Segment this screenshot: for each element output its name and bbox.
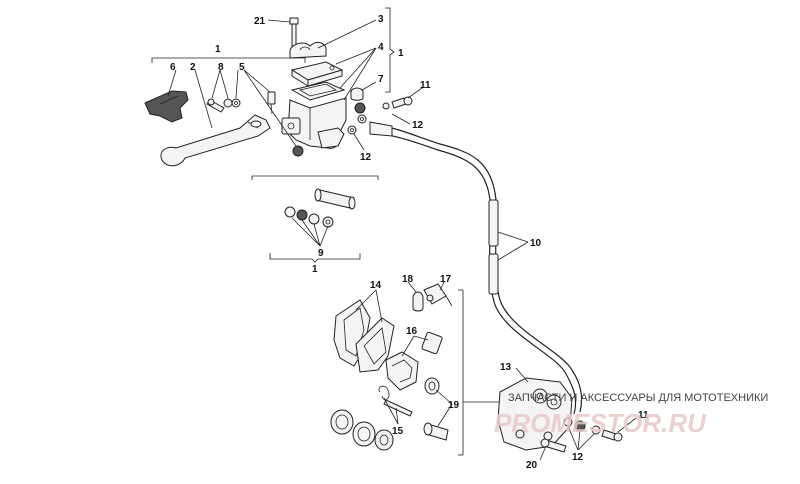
brake-hose — [369, 121, 583, 415]
callout-11-lower: 11 — [638, 410, 649, 421]
callout-1-master: 1 — [398, 48, 404, 59]
handlebar-clamp — [289, 41, 327, 59]
master-cylinder-body — [281, 97, 347, 149]
callout-21: 21 — [254, 16, 266, 27]
callout-12-lower: 12 — [572, 452, 584, 463]
bracket-caliper-kit — [458, 289, 500, 456]
banjo-washers-master — [347, 102, 367, 135]
callout-12-upper: 12 — [412, 120, 424, 131]
callout-2: 2 — [190, 62, 196, 73]
caliper-body — [497, 377, 573, 451]
callout-17: 17 — [440, 274, 452, 285]
lever-cover — [144, 90, 189, 123]
callout-19: 19 — [448, 400, 460, 411]
piston-kit — [284, 188, 356, 228]
callout-20: 20 — [526, 460, 538, 471]
callout-8: 8 — [218, 62, 224, 73]
callout-15: 15 — [392, 426, 404, 437]
watermark: ЗАПЧАСТИ И АКСЕССУАРЫ ДЛЯ МОТОТЕХНИКИ PR… — [494, 392, 768, 438]
banjo-washers-caliper — [563, 417, 623, 442]
reservoir-gasket — [290, 81, 346, 101]
leader-lines — [167, 19, 637, 461]
brake-lever — [160, 114, 271, 167]
bracket-bottom-left — [251, 175, 379, 180]
callout-5: 5 — [239, 62, 245, 73]
push-rod — [267, 91, 304, 157]
watermark-logo: PROMESTOR.RU — [494, 408, 707, 438]
watermark-tagline: ЗАПЧАСТИ И АКСЕССУАРЫ ДЛЯ МОТОТЕХНИКИ — [508, 392, 768, 404]
callout-14: 14 — [370, 280, 382, 291]
sight-glass — [350, 87, 364, 101]
callout-4: 4 — [378, 42, 384, 53]
pad-spring — [385, 331, 443, 391]
callout-12-middle: 12 — [360, 152, 372, 163]
brake-pad-right — [355, 317, 395, 373]
bleed-valve — [423, 283, 453, 307]
callout-6: 6 — [170, 62, 176, 73]
callout-7: 7 — [378, 74, 384, 85]
callout-16: 16 — [406, 326, 418, 337]
reservoir-cap — [290, 61, 344, 87]
bushing-set — [223, 98, 241, 108]
callout-3: 3 — [378, 14, 384, 25]
clamp-screw — [289, 17, 299, 47]
callout-13: 13 — [500, 362, 512, 373]
bracket-lever-group — [151, 57, 306, 63]
callout-9: 9 — [318, 248, 324, 259]
caliper-seals — [423, 377, 449, 441]
callout-1-lever-group: 1 — [215, 44, 221, 55]
callout-1-kit: 1 — [312, 264, 318, 275]
callout-11-upper: 11 — [420, 80, 431, 91]
bracket-master-right — [385, 7, 395, 93]
callout-labels: 1 1 1 2 3 4 5 6 7 8 9 10 11 11 12 12 12 … — [170, 14, 649, 471]
caliper-pistons — [330, 409, 394, 451]
bracket-bottom-kit — [269, 253, 361, 263]
callout-18: 18 — [402, 274, 414, 285]
pivot-pin — [206, 98, 225, 113]
pad-pin — [378, 385, 413, 417]
callout-10: 10 — [530, 238, 542, 249]
bleed-cap — [412, 291, 424, 312]
banjo-bolt-upper — [382, 96, 413, 110]
caliper-bolt — [540, 438, 567, 453]
